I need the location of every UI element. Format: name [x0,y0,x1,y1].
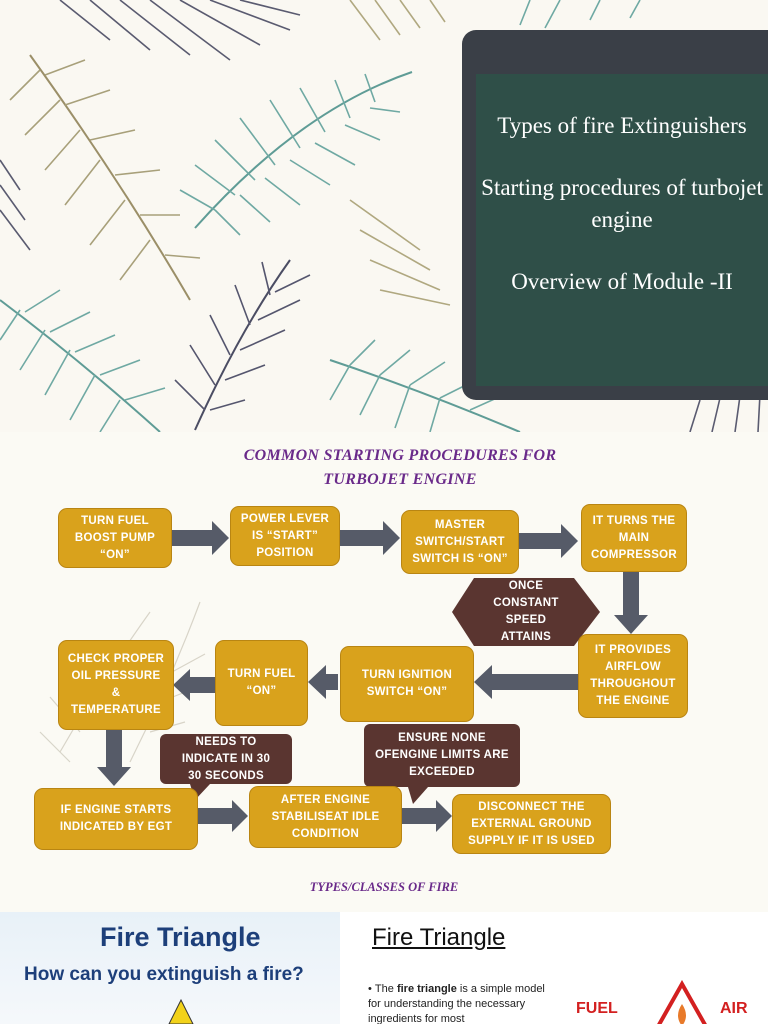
title-slide: Types of fire Extinguishers Starting pro… [0,0,768,432]
procedures-title: COMMON STARTING PROCEDURES FOR TURBOJET … [0,444,768,492]
fire-triangle-right-panel: Fire Triangle • The fire triangle is a s… [340,912,768,1024]
title-line-starting-procedures: Starting procedures of turbojet engine [481,175,763,232]
step-engine-starts-egt: IF ENGINE STARTS INDICATED BY EGT [34,788,198,850]
flow-arrows [97,521,648,832]
step-master-switch-on: MASTER SWITCH/START SWITCH IS “ON” [401,510,519,574]
step-stabilise-idle: AFTER ENGINE STABILISEAT IDLE CONDITION [249,786,402,848]
fire-triangle-left-panel: Fire Triangle How can you extinguish a f… [0,912,340,1024]
step-turn-fuel-on: TURN FUEL “ON” [215,640,308,726]
fuel-label: FUEL [576,1000,618,1017]
step-check-oil-pressure: CHECK PROPER OIL PRESSURE & TEMPERATURE [58,640,174,730]
step-power-lever-start: POWER LEVER IS “START” POSITION [230,506,340,566]
fire-classes-title: TYPES/CLASSES OF FIRE [309,880,459,894]
bullet-dot-icon: • [368,983,375,995]
bullet-text-pre: The [374,983,397,995]
feather-background [0,0,761,432]
starting-procedures-slide: COMMON STARTING PROCEDURES FOR TURBOJET … [0,432,768,870]
fire-classes-slide: TYPES/CLASSES OF FIRE Fire Triangle How … [0,870,768,1024]
fire-triangle-left-subtitle: How can you extinguish a fire? [24,964,304,985]
step-provides-airflow: IT PROVIDES AIRFLOW THROUGHOUT THE ENGIN… [578,634,688,718]
title-card: Types of fire Extinguishers Starting pro… [462,30,768,400]
fire-triangle-bullet: • The fire triangle is a simple model fo… [368,982,558,1024]
step-turns-main-compressor: IT TURNS THE MAIN COMPRESSOR [581,504,687,572]
title-text: Types of fire Extinguishers Starting pro… [476,110,768,328]
fire-triangle-right-title: Fire Triangle [372,924,506,951]
fire-triangle-left-title: Fire Triangle [100,922,261,952]
title-line-fire-extinguishers: Types of fire Extinguishers [497,113,747,138]
step-turn-fuel-boost-pump: TURN FUEL BOOST PUMP “ON” [58,508,172,568]
air-label: AIR [720,1000,748,1017]
flow-background [39,521,648,832]
note-engine-limits: ENSURE NONE OFENGINE LIMITS ARE EXCEEDED [364,724,520,787]
step-disconnect-ground-supply: DISCONNECT THE EXTERNAL GROUND SUPPLY IF… [452,794,611,854]
bullet-text-post: is a simple model for understanding the … [368,983,545,1024]
warning-triangle-icon [168,998,194,1024]
note-indicate-30-seconds: NEEDS TO INDICATE IN 30 30 SECONDS [160,734,292,784]
fire-triangle-icon [657,980,707,1024]
step-turn-ignition-switch: TURN IGNITION SWITCH “ON” [340,646,474,722]
procedures-title-line2: TURBOJET ENGINE [323,471,477,488]
hexagon-note-shape [452,578,600,646]
bullet-text-bold: fire triangle [396,983,457,995]
title-line-overview: Overview of Module -II [511,269,733,294]
note-constant-speed: ONCE CONSTANT SPEED ATTAINS [493,580,559,643]
title-card-panel: Types of fire Extinguishers Starting pro… [476,74,768,386]
procedures-title-line1: COMMON STARTING PROCEDURES FOR [243,447,557,464]
